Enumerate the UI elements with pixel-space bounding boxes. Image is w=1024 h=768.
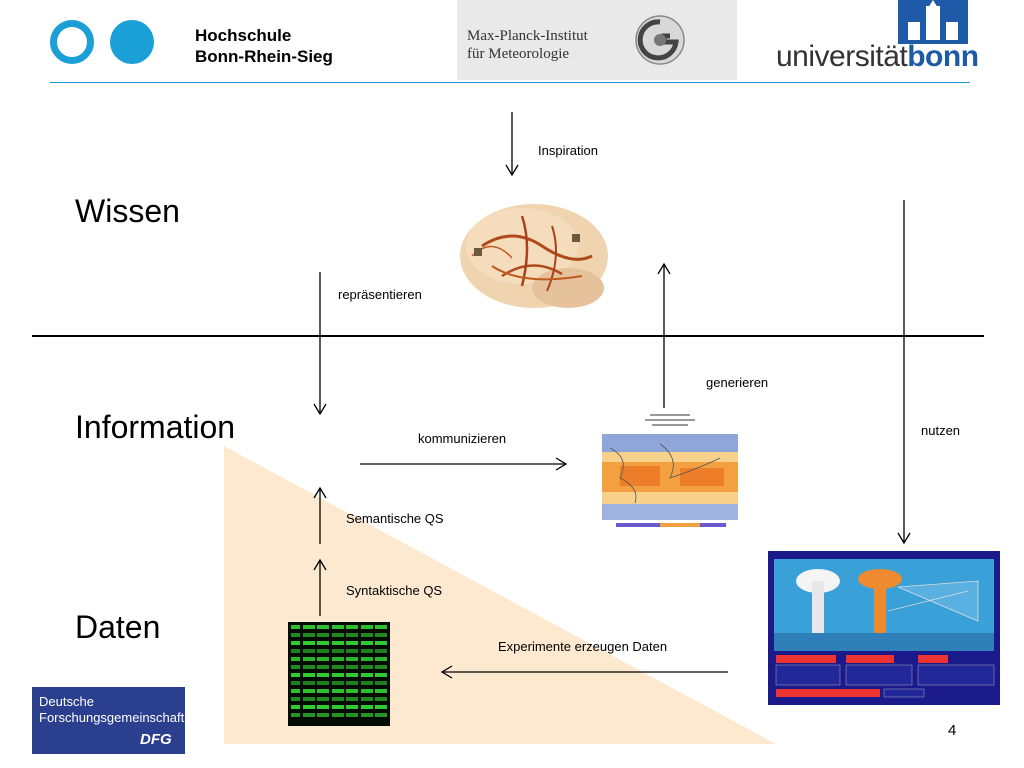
mpi-logo: Max-Planck-Institut für Meteorologie: [457, 0, 737, 80]
hbrs-dot-icon: [110, 20, 154, 64]
label-nutzen: nutzen: [921, 423, 961, 438]
header-divider: [50, 82, 970, 83]
mpi-line2: für Meteorologie: [467, 46, 570, 62]
brain-image: [460, 204, 608, 308]
page-number: 4: [948, 722, 957, 739]
level-wissen: Wissen: [75, 193, 180, 229]
hbrs-ring-icon: [50, 20, 94, 64]
hbrs-line2: Bonn-Rhein-Sieg: [195, 47, 333, 66]
label-kommunizieren: kommunizieren: [418, 431, 507, 446]
mpi-emblem-icon: [635, 15, 685, 65]
label-repraesentieren: repräsentieren: [338, 287, 422, 302]
level-information: Information: [75, 409, 236, 445]
climate-map-image: [590, 408, 748, 532]
knowledge-divider: [32, 335, 984, 337]
uni-bonn-logo: universitätbonn: [772, 0, 979, 80]
hbrs-logo: [48, 18, 158, 64]
label-generieren: generieren: [706, 375, 769, 390]
label-experimente: Experimente erzeugen Daten: [498, 639, 668, 654]
hbrs-line1: Hochschule: [195, 26, 292, 45]
label-inspiration: Inspiration: [538, 143, 598, 158]
dfg-line2: Forschungsgemeinschaft: [39, 710, 185, 725]
dfg-abbr: DFG: [140, 731, 172, 748]
dfg-line1: Deutsche: [39, 694, 94, 709]
bonn-word-bonn: bonn: [907, 40, 979, 73]
bonn-word-universitaet: universität: [776, 40, 908, 73]
label-semantische-qs: Semantische QS: [346, 511, 444, 526]
radar-instruments-image: [768, 551, 1000, 705]
bonn-building-icon: [898, 0, 968, 44]
level-daten: Daten: [75, 609, 161, 645]
label-syntaktische-qs: Syntaktische QS: [346, 583, 443, 598]
dfg-logo: Deutsche Forschungsgemeinschaft DFG: [32, 687, 185, 754]
mpi-line1: Max-Planck-Institut: [467, 28, 588, 44]
hbrs-name: Hochschule Bonn-Rhein-Sieg: [195, 25, 333, 67]
binary-data-image: [288, 622, 390, 726]
